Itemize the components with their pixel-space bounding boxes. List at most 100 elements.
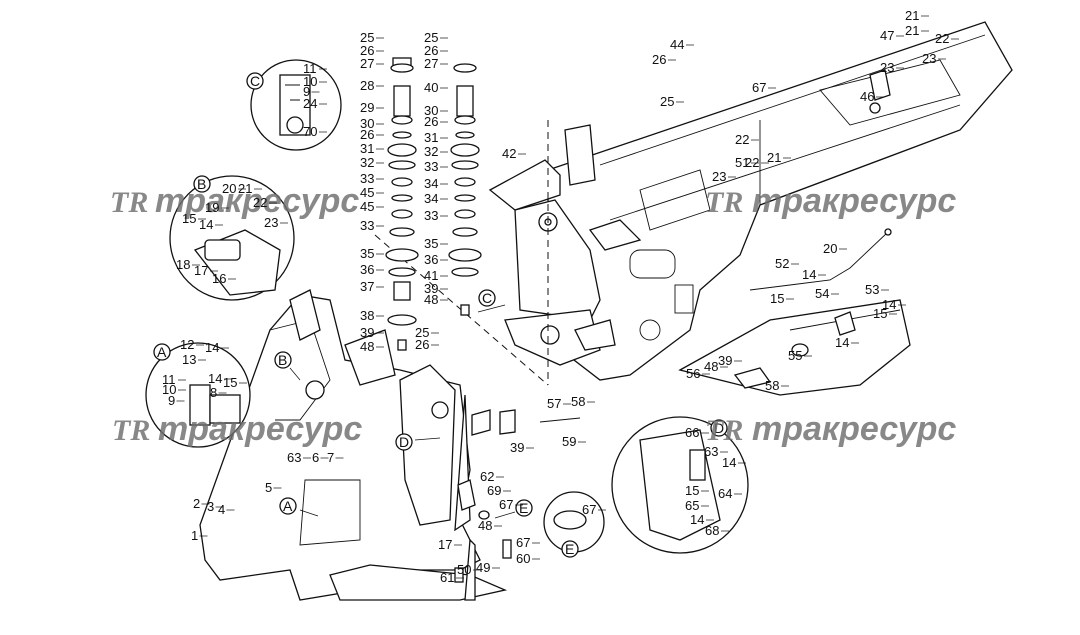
part-number-label: 48: [478, 518, 492, 533]
part-number-label: 57: [547, 396, 561, 411]
part-number-label: 33: [360, 218, 374, 233]
part-number-label: 32: [360, 155, 374, 170]
part-number-label: 13: [182, 352, 196, 367]
frame-hitch-plates: [488, 124, 642, 366]
detail-circle-B: [169, 175, 295, 301]
part-number-label: 12: [180, 337, 194, 352]
part-number-label: 21: [905, 23, 919, 38]
part-number-label: 33: [424, 208, 438, 223]
direction-arrows: [289, 304, 516, 519]
part-labels: 2526272829302631323345453335363738394825…: [162, 8, 959, 585]
part-number-label: 22: [253, 195, 267, 210]
part-number-label: 61: [440, 570, 454, 585]
part-number-label: 56: [686, 366, 700, 381]
rear-frame: [547, 21, 1013, 381]
part-number-label: 67: [516, 535, 530, 550]
part-number-label: 21: [238, 181, 252, 196]
part-number-label: 14: [199, 217, 213, 232]
detail-badge-E2: E: [565, 541, 574, 557]
steering-assembly: [678, 228, 911, 396]
part-number-label: 26: [360, 43, 374, 58]
part-number-label: 36: [360, 262, 374, 277]
part-number-label: 29: [360, 100, 374, 115]
part-number-label: 69: [487, 483, 501, 498]
part-number-label: 54: [815, 286, 829, 301]
part-number-label: 2: [193, 496, 200, 511]
part-number-label: 23: [922, 51, 936, 66]
part-number-label: 39: [424, 281, 438, 296]
part-number-label: 31: [424, 130, 438, 145]
detail-badge-A2: A: [283, 498, 293, 514]
part-number-label: 25: [360, 30, 374, 45]
part-number-label: 21: [767, 150, 781, 165]
part-number-label: 15: [223, 375, 237, 390]
part-number-label: 21: [905, 8, 919, 23]
part-number-label: 9: [168, 393, 175, 408]
part-number-label: 53: [865, 282, 879, 297]
detail-circle-C: [250, 59, 342, 151]
part-number-label: 22: [745, 155, 759, 170]
part-number-label: 14: [208, 371, 222, 386]
part-number-label: 63: [287, 450, 301, 465]
part-number-label: 27: [360, 56, 374, 71]
part-number-label: 65: [685, 498, 699, 513]
part-number-label: 17: [194, 263, 208, 278]
part-number-label: 39: [718, 353, 732, 368]
part-number-label: 25: [424, 30, 438, 45]
part-number-label: 15: [770, 291, 784, 306]
part-number-label: 14: [802, 267, 816, 282]
part-number-label: 49: [476, 560, 490, 575]
part-number-label: 15: [873, 306, 887, 321]
part-number-label: 26: [424, 43, 438, 58]
watermark-text-1: тракресурс: [155, 182, 359, 220]
part-number-label: 66: [685, 425, 699, 440]
watermark-text-3: тракресурс: [158, 410, 362, 448]
part-number-label: 42: [502, 146, 516, 161]
detail-badge-A1: A: [157, 344, 167, 360]
part-number-label: 34: [424, 176, 438, 191]
part-number-label: 20: [823, 241, 837, 256]
part-number-label: 41: [424, 268, 438, 283]
detail-badge-D1: D: [399, 434, 409, 450]
part-number-label: 44: [670, 37, 684, 52]
part-number-label: 47: [880, 28, 894, 43]
part-number-label: 17: [438, 537, 452, 552]
part-number-label: 36: [424, 252, 438, 267]
part-number-label: 48: [360, 339, 374, 354]
part-number-label: 22: [735, 132, 749, 147]
detail-badges: C B A B A D C E D E: [153, 72, 728, 558]
part-number-label: 48: [704, 359, 718, 374]
misc-center-parts: [454, 409, 581, 601]
part-number-label: 30: [360, 116, 374, 131]
part-number-label: 8: [210, 385, 217, 400]
part-number-label: 25: [415, 325, 429, 340]
part-number-label: 35: [360, 246, 374, 261]
watermark-text-4: тракресурс: [752, 410, 956, 448]
detail-badge-C1: C: [250, 73, 260, 89]
watermarks: TR тракресурс TR тракресурс TR тракресур…: [110, 182, 956, 448]
part-number-label: 33: [424, 159, 438, 174]
upper-hinge-stack-left: [385, 57, 419, 351]
part-number-label: 70: [303, 124, 317, 139]
part-number-label: 60: [516, 551, 530, 566]
part-number-label: 45: [360, 185, 374, 200]
part-number-label: 59: [562, 434, 576, 449]
part-number-label: 63: [704, 444, 718, 459]
part-number-label: 10: [162, 382, 176, 397]
part-number-label: 67: [499, 497, 513, 512]
part-number-label: 58: [571, 394, 585, 409]
part-number-label: 22: [935, 31, 949, 46]
watermark-logo-2: TR: [705, 186, 743, 219]
part-number-label: 50: [457, 562, 471, 577]
detail-circle-A: [145, 342, 251, 448]
detail-badge-D2: D: [714, 420, 724, 436]
part-number-label: 18: [176, 257, 190, 272]
part-number-label: 3: [207, 499, 214, 514]
part-number-label: 1: [191, 528, 198, 543]
part-number-label: 38: [360, 308, 374, 323]
part-number-label: 45: [360, 199, 374, 214]
part-number-label: 20: [222, 181, 236, 196]
part-number-label: 24: [303, 96, 317, 111]
